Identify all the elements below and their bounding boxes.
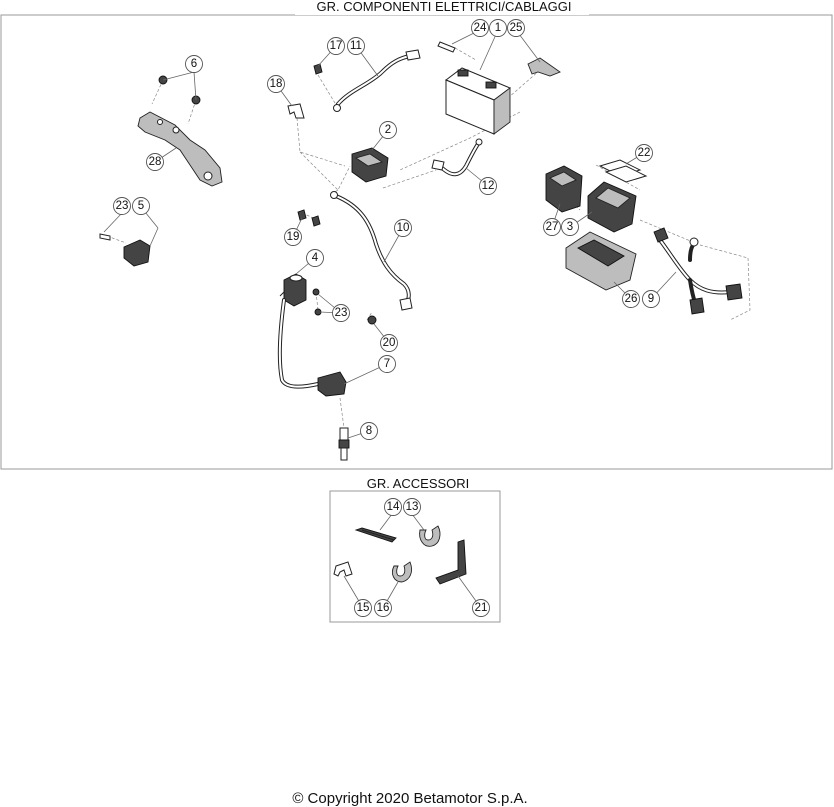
svg-text:24: 24 (474, 22, 487, 34)
svg-text:14: 14 (387, 501, 400, 513)
copyright-notice: © Copyright 2020 Betamotor S.p.A. (292, 790, 527, 807)
svg-text:22: 22 (638, 147, 651, 159)
callout-23-coil: 23 (332, 304, 350, 322)
accessories-section-frame (329, 490, 501, 623)
svg-text:4: 4 (312, 252, 319, 264)
callout-16: 16 (374, 599, 392, 617)
callout-25: 25 (507, 19, 525, 37)
svg-text:21: 21 (475, 602, 488, 614)
callout-24: 24 (471, 19, 489, 37)
part-27-cover (545, 165, 583, 213)
svg-text:23: 23 (335, 307, 348, 319)
svg-text:27: 27 (546, 221, 559, 233)
part-5-small-bracket (99, 233, 151, 267)
part-18-relay-clip (287, 103, 305, 119)
part-16-clamp (391, 561, 413, 583)
svg-text:15: 15 (357, 602, 370, 614)
part-11-cable (313, 49, 421, 112)
callout-19: 19 (284, 228, 302, 246)
accessories-section-title: GR. ACCESSORI (367, 476, 470, 491)
part-24-terminal (437, 41, 456, 53)
svg-text:26: 26 (625, 293, 638, 305)
callout-8: 8 (360, 422, 378, 440)
svg-text:1: 1 (495, 22, 501, 34)
part-1-battery (445, 67, 511, 135)
callout-12: 12 (479, 177, 497, 195)
part-28-bracket (137, 111, 223, 187)
svg-text:3: 3 (567, 221, 573, 233)
callout-7: 7 (378, 355, 396, 373)
part-7-hv-cable (277, 298, 347, 397)
svg-text:8: 8 (366, 425, 372, 437)
svg-text:2: 2 (385, 124, 391, 136)
part-12-cable (431, 138, 483, 177)
electrical-section-frame (0, 14, 833, 470)
part-22-gasket (598, 159, 648, 183)
callout-18: 18 (267, 75, 285, 93)
accessories-section: GR. ACCESSORI 14 13 15 16 21 (329, 476, 501, 623)
callout-4: 4 (306, 249, 324, 267)
part-21-bracket (435, 539, 467, 585)
svg-text:18: 18 (270, 78, 283, 90)
svg-text:7: 7 (384, 358, 390, 370)
part-4-ignition-coil (279, 273, 307, 307)
part-25-strap (527, 57, 561, 77)
svg-text:9: 9 (648, 293, 654, 305)
callout-20: 20 (380, 334, 398, 352)
svg-text:5: 5 (138, 200, 144, 212)
svg-text:25: 25 (510, 22, 523, 34)
part-19-screws (297, 209, 321, 227)
svg-text:16: 16 (377, 602, 390, 614)
part-9-wiring-harness (653, 227, 743, 315)
callout-27: 27 (543, 218, 561, 236)
svg-text:23: 23 (116, 200, 129, 212)
callout-5: 5 (132, 197, 150, 215)
callout-23-left: 23 (113, 197, 131, 215)
callout-15: 15 (354, 599, 372, 617)
svg-text:19: 19 (287, 231, 300, 243)
part-8-spark-plug (338, 427, 350, 461)
callout-22: 22 (635, 144, 653, 162)
assembly-guide-lines (106, 47, 751, 429)
part-14-cable-tie (354, 527, 397, 543)
callout-2: 2 (379, 121, 397, 139)
part-2-regulator (351, 147, 389, 183)
callout-3: 3 (561, 218, 579, 236)
electrical-section-title: GR. COMPONENTI ELETTRICI/CABLAGGI (317, 0, 572, 14)
svg-text:11: 11 (350, 40, 362, 52)
svg-text:20: 20 (383, 337, 396, 349)
electrical-components-section: GR. COMPONENTI ELETTRICI/CABLAGGI (0, 0, 833, 470)
part-23-screws (312, 288, 322, 316)
part-6-screws (158, 75, 201, 105)
part-15-clip (333, 561, 353, 577)
callout-21: 21 (472, 599, 490, 617)
callout-14: 14 (384, 498, 402, 516)
callout-9: 9 (642, 290, 660, 308)
svg-text:10: 10 (397, 222, 410, 234)
svg-text:6: 6 (191, 58, 197, 70)
svg-text:12: 12 (482, 180, 495, 192)
part-20-nut (367, 315, 377, 325)
callout-6: 6 (185, 55, 203, 73)
callout-1: 1 (489, 19, 507, 37)
part-26-tray (565, 231, 637, 291)
svg-text:13: 13 (406, 501, 419, 513)
callout-11: 11 (347, 37, 365, 55)
callout-10: 10 (394, 219, 412, 237)
part-10-cable (330, 191, 413, 311)
part-13-clamp (419, 525, 441, 547)
callout-17: 17 (327, 37, 345, 55)
part-3-fuse-box (587, 181, 637, 233)
electrical-title-background (295, 0, 589, 15)
callout-13: 13 (403, 498, 421, 516)
svg-text:17: 17 (330, 40, 343, 52)
callout-28: 28 (146, 153, 164, 171)
callout-26: 26 (622, 290, 640, 308)
svg-text:28: 28 (149, 156, 162, 168)
